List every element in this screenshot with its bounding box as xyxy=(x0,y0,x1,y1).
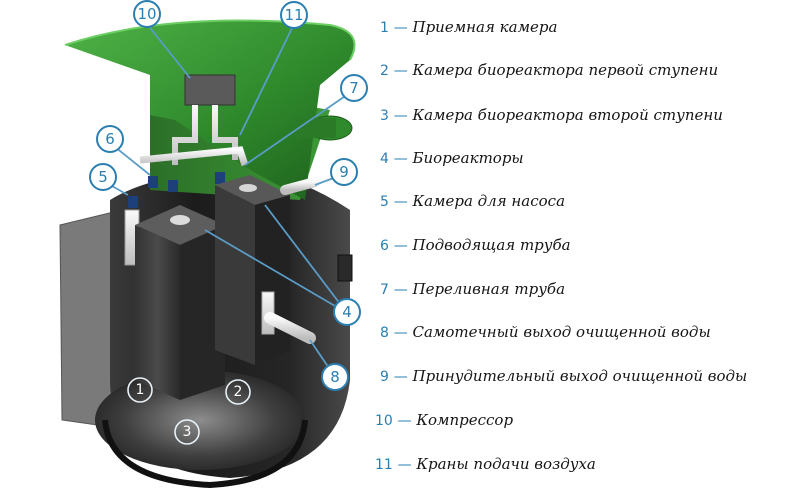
svg-text:11: 11 xyxy=(284,6,303,24)
inlet-pipe xyxy=(139,146,249,167)
svg-text:7: 7 xyxy=(349,79,359,97)
callout-8: 8 xyxy=(321,363,349,391)
leader-7 xyxy=(244,89,355,166)
callout-5: 5 xyxy=(89,163,117,191)
svg-text:9: 9 xyxy=(339,163,349,181)
compressor-box xyxy=(184,74,236,106)
svg-text:4: 4 xyxy=(342,303,352,321)
green-lid xyxy=(65,20,355,200)
svg-text:10: 10 xyxy=(137,5,156,23)
callout-11: 11 xyxy=(280,1,308,29)
bioreactor-1 xyxy=(135,225,180,400)
callout-4: 4 xyxy=(333,298,361,326)
bioreactor-2 xyxy=(215,185,255,365)
tank-floor xyxy=(95,370,305,470)
callout-10: 10 xyxy=(133,0,161,28)
svg-text:6: 6 xyxy=(105,130,115,148)
svg-text:2: 2 xyxy=(234,384,243,400)
svg-text:3: 3 xyxy=(183,424,192,440)
svg-text:8: 8 xyxy=(330,368,340,386)
callout-7: 7 xyxy=(340,74,368,102)
chamber-marker-1: 1 xyxy=(127,377,153,403)
leader-4a xyxy=(204,229,348,314)
chamber-marker-2: 2 xyxy=(225,379,251,405)
svg-text:5: 5 xyxy=(98,168,108,186)
callout-9: 9 xyxy=(330,158,358,186)
svg-text:1: 1 xyxy=(136,382,145,398)
leader-10 xyxy=(146,23,191,79)
chamber-marker-3: 3 xyxy=(174,419,200,445)
callout-6: 6 xyxy=(96,125,124,153)
leader-11 xyxy=(239,23,295,136)
leader-4b xyxy=(264,204,348,314)
